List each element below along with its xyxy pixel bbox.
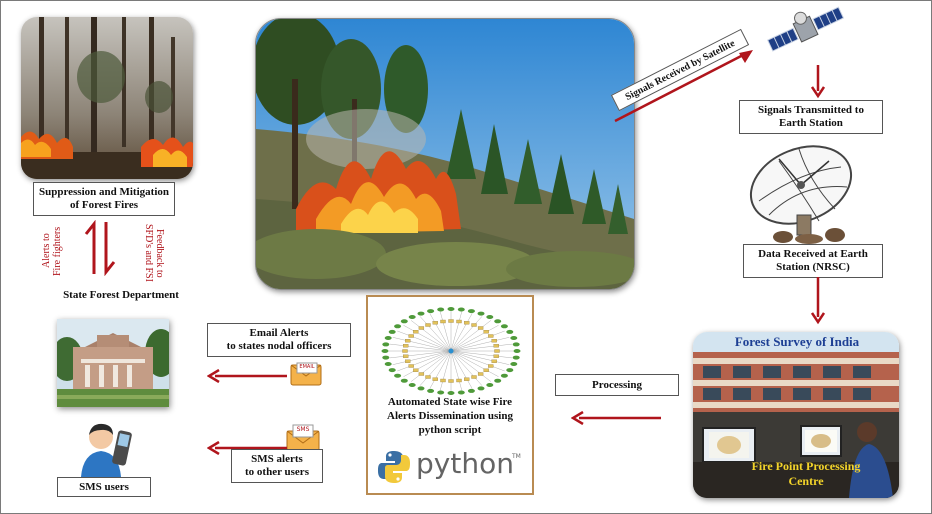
python-dissemination-box: Automated State wise Fire Alerts Dissemi…	[366, 295, 534, 495]
suppression-label: Suppression and Mitigation of Forest Fir…	[33, 182, 175, 216]
mobile-user-icon	[81, 423, 132, 477]
feedback-to-sfd: Feedback to SFD's and FSI	[143, 224, 165, 282]
forest-fire-photo-small	[21, 17, 193, 179]
email-envelope-icon: EMAIL	[289, 361, 323, 387]
forest-fire-photo-main	[255, 18, 635, 290]
satellite-dish-icon	[749, 145, 853, 244]
automated-dissemination-label: Automated State wise Fire Alerts Dissemi…	[387, 396, 513, 436]
arrow-to-satellite	[614, 50, 753, 123]
state-forest-building-photo	[57, 319, 169, 407]
email-alerts-label: Email Alerts to states nodal officers	[207, 323, 351, 357]
arrow-to-fsi	[811, 277, 825, 325]
sms-icon-text: SMS	[296, 426, 310, 433]
fire-alert-network-graphic	[381, 307, 521, 395]
python-trademark: TM	[512, 453, 521, 460]
sms-alerts-label: SMS alerts to other users	[231, 449, 323, 483]
state-forest-dept-label: State Forest Department	[63, 289, 179, 301]
sms-users-label: SMS users	[57, 477, 151, 497]
fire-point-centre-label: Fire Point Processing Centre	[751, 459, 861, 488]
data-received-label: Data Received at Earth Station (NRSC)	[743, 244, 883, 278]
arrow-satellite-down	[811, 65, 825, 99]
two-way-arrows	[84, 220, 116, 276]
arrow-processing	[571, 411, 661, 425]
fsi-building-photo	[693, 332, 899, 498]
fsi-title: Forest Survey of India	[734, 334, 860, 349]
arrow-sms	[207, 441, 287, 455]
alerts-to-fire-fighters: Alerts to Fire fighters	[41, 226, 63, 276]
python-logo-icon	[378, 451, 410, 483]
signals-transmitted-label: Signals Transmitted to Earth Station	[739, 100, 883, 134]
arrow-email	[207, 369, 287, 383]
processing-label: Processing	[555, 374, 679, 396]
email-icon-text: EMAIL	[299, 364, 315, 370]
python-wordmark: python	[416, 447, 514, 480]
satellite-icon	[767, 6, 845, 52]
